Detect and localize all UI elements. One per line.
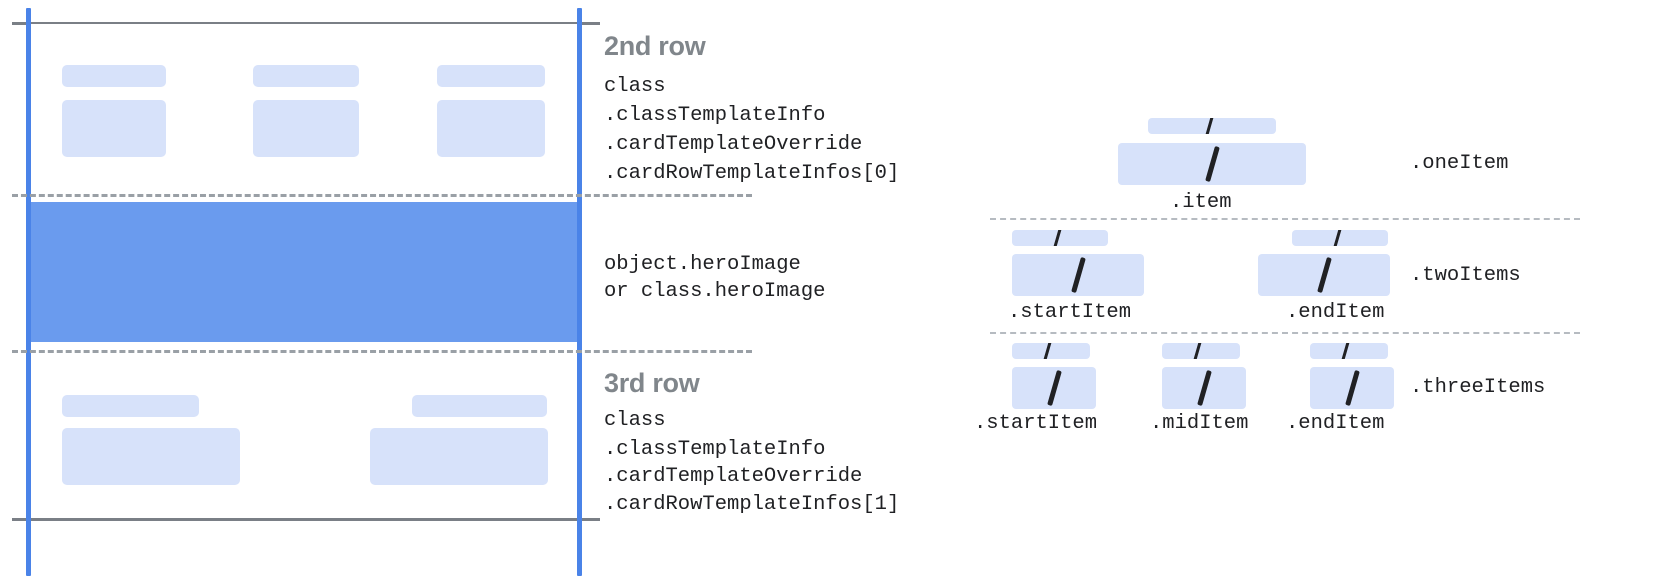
separator-one-two bbox=[990, 218, 1580, 220]
slash-icon bbox=[1341, 343, 1350, 359]
two-items-start-label: .startItem bbox=[1008, 301, 1132, 324]
two-items-start-label-slot bbox=[1012, 230, 1108, 246]
one-item-slot-label: .item bbox=[1170, 191, 1232, 214]
two-items-end-value-slot bbox=[1258, 254, 1390, 296]
second-row-code-line-3: .cardTemplateOverride bbox=[604, 133, 863, 156]
slash-icon bbox=[1205, 118, 1214, 134]
two-items-start-value-slot bbox=[1012, 254, 1144, 296]
three-items-mid-label: .midItem bbox=[1150, 412, 1249, 435]
slash-icon bbox=[1043, 343, 1052, 359]
group-name-one-item: .oneItem bbox=[1410, 152, 1509, 175]
three-items-mid-label-slot bbox=[1162, 343, 1240, 359]
second-row-code-line-2: .classTemplateInfo bbox=[604, 104, 826, 127]
second-row-title: 2nd row bbox=[604, 31, 706, 61]
one-item-value-slot bbox=[1118, 143, 1306, 185]
third-row-code-line-3: .cardTemplateOverride bbox=[604, 465, 863, 488]
three-items-start-value-slot bbox=[1012, 367, 1096, 409]
slash-icon bbox=[1333, 230, 1342, 246]
third-row-code-line-1: class bbox=[604, 409, 666, 432]
card-top-rule bbox=[12, 22, 600, 25]
second-row-code-line-4: .cardRowTemplateInfos[0] bbox=[604, 162, 900, 185]
one-item-label-slot bbox=[1148, 118, 1276, 134]
three-items-end-label: .endItem bbox=[1286, 412, 1385, 435]
third-row-label-block-2 bbox=[412, 395, 547, 417]
group-name-two-items: .twoItems bbox=[1410, 264, 1521, 287]
two-items-end-label: .endItem bbox=[1286, 301, 1385, 324]
third-row-title: 3rd row bbox=[604, 368, 700, 398]
second-row-value-block-2 bbox=[253, 100, 359, 157]
third-row-code-line-4: .cardRowTemplateInfos[1] bbox=[604, 493, 900, 516]
card-mockup bbox=[0, 0, 752, 584]
hero-row-code-line-1: object.heroImage bbox=[604, 253, 801, 276]
three-items-end-value-slot bbox=[1310, 367, 1394, 409]
second-row-value-block-1 bbox=[62, 100, 166, 157]
slash-icon bbox=[1053, 230, 1062, 246]
second-row-label-block-1 bbox=[62, 65, 166, 87]
slash-icon bbox=[1047, 370, 1062, 406]
three-items-mid-value-slot bbox=[1162, 367, 1246, 409]
slash-icon bbox=[1193, 343, 1202, 359]
third-row-label-block-1 bbox=[62, 395, 199, 417]
third-row-value-block-2 bbox=[370, 428, 548, 485]
second-row-code-line-1: class bbox=[604, 75, 666, 98]
card-bottom-rule bbox=[12, 518, 600, 521]
item-layout-variants: .item .oneItem .startItem .endItem .twoI… bbox=[960, 0, 1676, 584]
group-name-three-items: .threeItems bbox=[1410, 376, 1546, 399]
second-row-value-block-3 bbox=[437, 100, 545, 157]
separator-two-three bbox=[990, 332, 1580, 334]
left-guide-rail bbox=[26, 8, 31, 576]
separator-after-hero bbox=[12, 350, 752, 353]
second-row-label-block-2 bbox=[253, 65, 359, 87]
hero-image-band bbox=[31, 202, 577, 342]
three-items-start-label: .startItem bbox=[974, 412, 1098, 435]
slash-icon bbox=[1317, 257, 1332, 293]
two-items-end-label-slot bbox=[1292, 230, 1388, 246]
slash-icon bbox=[1071, 257, 1086, 293]
three-items-start-label-slot bbox=[1012, 343, 1090, 359]
slash-icon bbox=[1205, 146, 1220, 182]
slash-icon bbox=[1197, 370, 1212, 406]
third-row-value-block-1 bbox=[62, 428, 240, 485]
third-row-code-line-2: .classTemplateInfo bbox=[604, 438, 826, 461]
slash-icon bbox=[1345, 370, 1360, 406]
three-items-end-label-slot bbox=[1310, 343, 1388, 359]
second-row-label-block-3 bbox=[437, 65, 545, 87]
separator-after-second-row bbox=[12, 194, 752, 197]
right-guide-rail bbox=[577, 8, 582, 576]
hero-row-code-line-2: or class.heroImage bbox=[604, 280, 826, 303]
